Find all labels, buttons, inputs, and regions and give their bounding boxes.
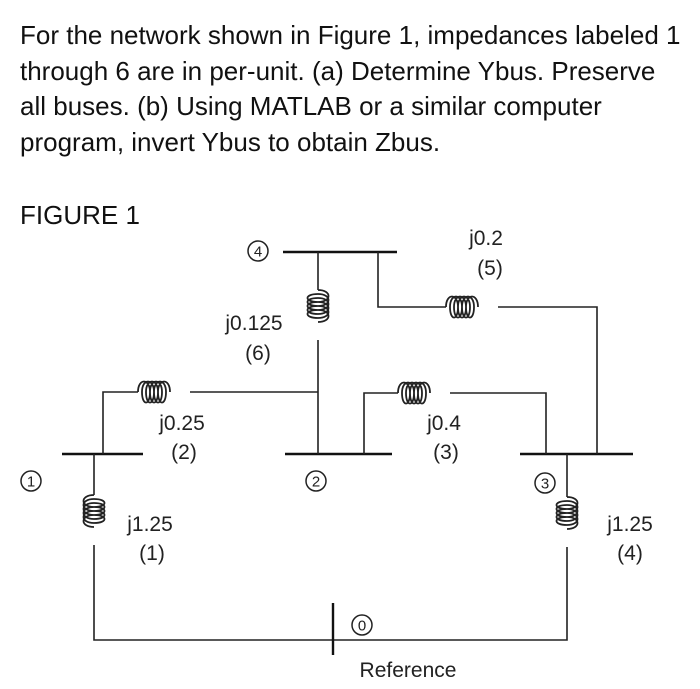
bus-4-marker: 4 [247, 240, 269, 262]
inductor-3 [397, 381, 431, 405]
figure-label: FIGURE 1 [20, 200, 140, 230]
impedance-1-index: (1) [139, 542, 165, 565]
bus-1-number: 1 [27, 474, 35, 491]
impedance-6-index: (6) [245, 342, 271, 365]
impedance-5-value: j0.2 [468, 227, 503, 250]
impedance-5 [377, 252, 598, 454]
impedance-4 [333, 454, 579, 641]
reference-label: Reference [360, 659, 457, 682]
impedance-1 [82, 454, 333, 641]
bus-0-number: 0 [358, 618, 366, 635]
bus-3-marker: 3 [534, 472, 556, 494]
impedance-3 [363, 381, 547, 454]
question-paragraph: For the network shown in Figure 1, imped… [20, 20, 681, 157]
impedance-2-value: j0.25 [158, 412, 205, 435]
impedance-3-index: (3) [433, 441, 459, 464]
bus-0-marker: 0 [351, 614, 373, 636]
impedance-6-value: j0.125 [224, 312, 282, 335]
bus-1-marker: 1 [20, 470, 42, 492]
impedance-5-index: (5) [477, 257, 503, 280]
inductor-5 [445, 295, 479, 319]
impedance-3-value: j0.4 [426, 412, 461, 435]
impedance-2 [102, 380, 318, 454]
bus-3-number: 3 [541, 476, 549, 493]
impedance-6 [306, 252, 330, 454]
inductor-2 [137, 380, 171, 404]
impedance-2-index: (2) [171, 441, 197, 464]
impedance-1-value: j1.25 [126, 513, 173, 536]
bus-2-marker: 2 [305, 470, 327, 492]
bus-2-number: 2 [312, 474, 320, 491]
inductor-1 [82, 494, 106, 528]
inductor-6 [306, 289, 330, 323]
impedance-4-index: (4) [617, 542, 643, 565]
bus-4-number: 4 [254, 244, 262, 261]
impedance-4-value: j1.25 [606, 513, 653, 536]
inductor-4 [555, 496, 579, 530]
question-text: For the network shown in Figure 1, imped… [20, 18, 685, 160]
